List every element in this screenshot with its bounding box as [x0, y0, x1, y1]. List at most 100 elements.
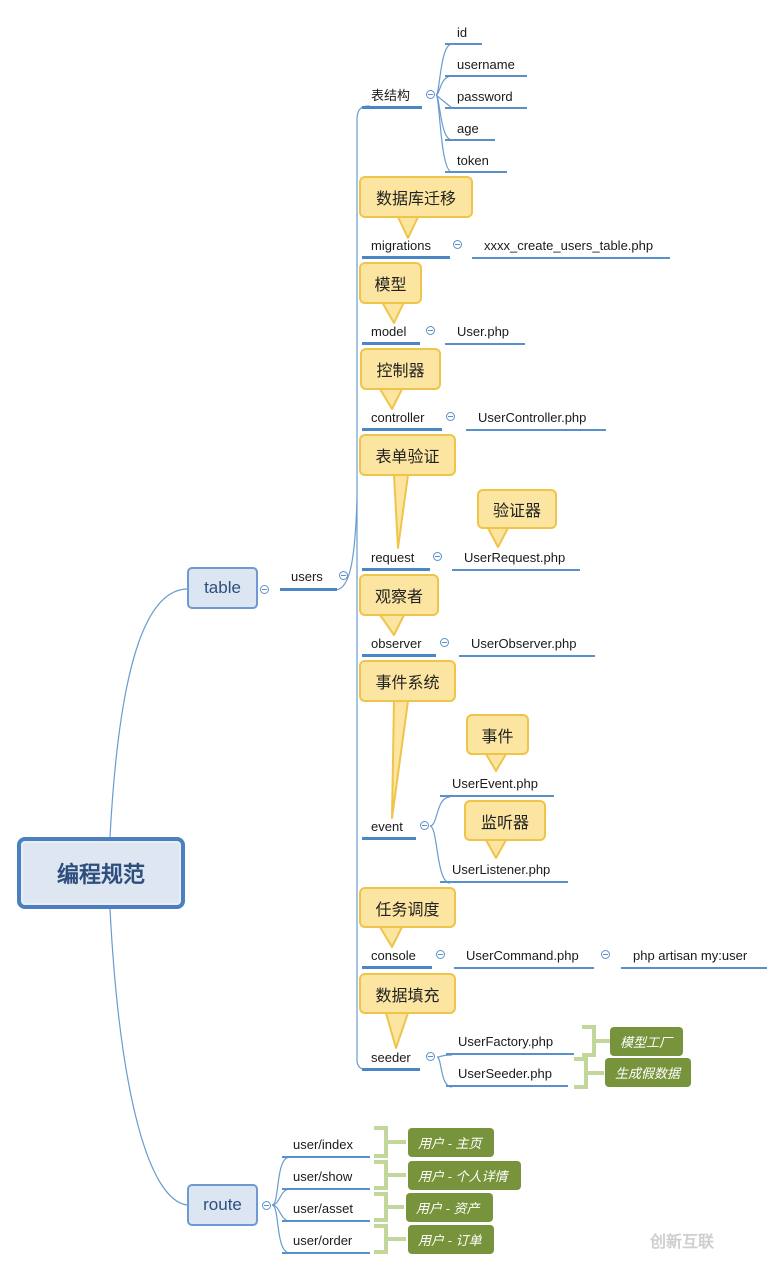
file-factory[interactable]: UserFactory.php: [458, 1034, 554, 1049]
item-underline: [362, 837, 416, 840]
item-migrations[interactable]: migrations: [371, 238, 431, 253]
tag-factory: 模型工厂: [610, 1027, 683, 1056]
users-underline: [280, 588, 337, 591]
field-password[interactable]: password: [457, 89, 513, 104]
collapse-icon[interactable]: [426, 1052, 435, 1061]
note-controller: 控制器: [360, 348, 441, 390]
field-token[interactable]: token: [457, 153, 489, 168]
tag-route-asset: 用户 - 资产: [406, 1193, 493, 1222]
note-event: 事件系统: [359, 660, 456, 702]
field-underline: [445, 75, 527, 77]
tag-route-show: 用户 - 个人详情: [408, 1161, 521, 1190]
note-listener: 监听器: [464, 800, 546, 841]
note-text: 事件系统: [375, 675, 440, 692]
note-text: 验证器: [492, 503, 541, 520]
item-observer[interactable]: observer: [371, 636, 422, 651]
collapse-icon[interactable]: [446, 412, 455, 421]
note-model: 模型: [359, 262, 422, 304]
file-listener[interactable]: UserListener.php: [452, 862, 551, 877]
note-text: 数据填充: [375, 987, 440, 1005]
field-underline: [445, 43, 482, 45]
file-migration[interactable]: xxxx_create_users_table.php: [484, 238, 654, 253]
note-text: 事件: [481, 728, 514, 746]
item-underline: [362, 1068, 420, 1071]
note-text: 数据库迁移: [375, 191, 456, 208]
file-observer[interactable]: UserObserver.php: [471, 636, 577, 651]
field-age[interactable]: age: [457, 121, 479, 136]
note-text: 观察者: [374, 589, 423, 606]
file-request[interactable]: UserRequest.php: [464, 550, 566, 565]
collapse-icon[interactable]: [426, 90, 435, 99]
item-event[interactable]: event: [371, 819, 403, 834]
collapse-icon[interactable]: [433, 552, 442, 561]
file-underline: [446, 1085, 568, 1087]
item-underline: [362, 966, 432, 969]
note-validator: 验证器: [477, 489, 557, 529]
collapse-icon[interactable]: [339, 571, 348, 580]
file-underline: [445, 343, 525, 345]
file-underline: [452, 569, 580, 571]
note-event-file: 事件: [466, 714, 529, 755]
root-node[interactable]: 编程规范: [17, 837, 185, 909]
file-underline: [446, 1053, 574, 1055]
note-request: 表单验证: [359, 434, 456, 476]
tag-route-order: 用户 - 订单: [408, 1225, 494, 1254]
tag-text: 用户 - 个人详情: [418, 1169, 508, 1184]
collapse-icon[interactable]: [420, 821, 429, 830]
watermark: 创新互联: [650, 1228, 714, 1252]
tag-text: 用户 - 资产: [416, 1201, 480, 1216]
item-console[interactable]: console: [371, 948, 416, 963]
collapse-icon[interactable]: [440, 638, 449, 647]
console-command[interactable]: php artisan my:user: [633, 948, 748, 963]
item-model[interactable]: model: [371, 324, 407, 339]
users-label[interactable]: users: [291, 569, 323, 584]
table-node[interactable]: table: [187, 567, 258, 609]
note-text: 模型: [374, 277, 407, 294]
route-show[interactable]: user/show: [293, 1169, 353, 1184]
file-event[interactable]: UserEvent.php: [452, 776, 538, 791]
command-underline: [621, 967, 767, 969]
item-underline: [362, 428, 442, 431]
route-order[interactable]: user/order: [293, 1233, 353, 1248]
file-model[interactable]: User.php: [457, 324, 510, 339]
item-underline: [362, 568, 430, 571]
note-text: 监听器: [480, 814, 529, 832]
collapse-icon[interactable]: [262, 1201, 271, 1210]
file-console[interactable]: UserCommand.php: [466, 948, 579, 963]
item-seeder[interactable]: seeder: [371, 1050, 411, 1065]
collapse-icon[interactable]: [601, 950, 610, 959]
schema-underline: [362, 106, 422, 109]
item-underline: [362, 654, 436, 657]
route-node[interactable]: route: [187, 1184, 258, 1226]
schema-label[interactable]: 表结构: [371, 88, 411, 103]
route-index[interactable]: user/index: [293, 1137, 353, 1152]
item-underline: [362, 256, 450, 259]
route-asset[interactable]: user/asset: [293, 1201, 353, 1216]
field-id[interactable]: id: [457, 25, 468, 40]
file-underline: [440, 795, 554, 797]
table-label: table: [204, 578, 241, 597]
route-underline: [282, 1252, 370, 1254]
route-underline: [282, 1156, 370, 1158]
collapse-icon[interactable]: [453, 240, 462, 249]
file-underline: [459, 655, 595, 657]
note-migrations: 数据库迁移: [359, 176, 473, 218]
field-username[interactable]: username: [457, 57, 515, 72]
tag-text: 生成假数据: [615, 1066, 681, 1081]
file-controller[interactable]: UserController.php: [478, 410, 587, 425]
note-text: 控制器: [376, 363, 425, 380]
field-underline: [445, 107, 527, 109]
note-seeder: 数据填充: [359, 973, 456, 1014]
collapse-icon[interactable]: [426, 326, 435, 335]
item-underline: [362, 342, 420, 345]
item-request[interactable]: request: [371, 550, 415, 565]
collapse-icon[interactable]: [436, 950, 445, 959]
file-seeder[interactable]: UserSeeder.php: [458, 1066, 552, 1081]
root-label: 编程规范: [56, 862, 145, 887]
route-label: route: [203, 1195, 242, 1214]
field-underline: [445, 171, 507, 173]
item-controller[interactable]: controller: [371, 410, 425, 425]
collapse-icon[interactable]: [260, 585, 269, 594]
tag-route-index: 用户 - 主页: [408, 1128, 494, 1157]
note-observer: 观察者: [359, 574, 439, 616]
